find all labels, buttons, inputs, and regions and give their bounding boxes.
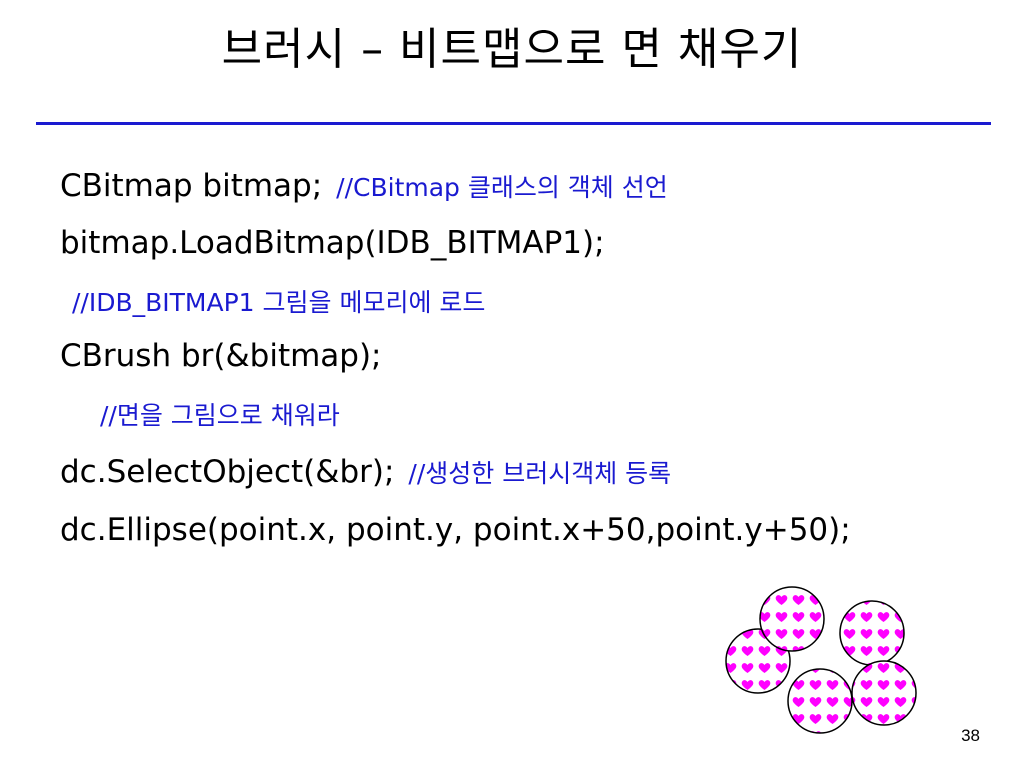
heart-filled-circle <box>787 668 853 734</box>
code-text: dc.SelectObject(&br); <box>60 454 395 490</box>
code-line-2: bitmap.LoadBitmap(IDB_BITMAP1); <box>60 223 605 263</box>
code-text: dc.Ellipse(point.x, point.y, point.x+50,… <box>60 512 851 548</box>
code-line-4: CBrush br(&bitmap); <box>60 336 382 376</box>
heart-filled-circle <box>851 660 917 726</box>
code-text: CBrush br(&bitmap); <box>60 338 382 374</box>
code-comment: //면을 그림으로 채워라 <box>100 401 340 430</box>
code-comment: //IDB_BITMAP1 그림을 메모리에 로드 <box>72 288 486 317</box>
title-divider <box>36 122 991 125</box>
code-line-5: //면을 그림으로 채워라 <box>100 396 340 436</box>
code-text: CBitmap bitmap; <box>60 168 323 204</box>
code-line-6: dc.SelectObject(&br); //생성한 브러시객체 등록 <box>60 452 671 494</box>
code-line-3: //IDB_BITMAP1 그림을 메모리에 로드 <box>72 283 485 323</box>
heart-filled-circle <box>759 586 825 652</box>
code-text: bitmap.LoadBitmap(IDB_BITMAP1); <box>60 225 605 261</box>
heart-pattern-circles-illustration <box>725 586 917 734</box>
page-number: 38 <box>961 726 980 745</box>
code-line-7: dc.Ellipse(point.x, point.y, point.x+50,… <box>60 510 851 550</box>
code-line-1: CBitmap bitmap; //CBitmap 클래스의 객체 선언 <box>60 166 668 208</box>
heart-filled-circle <box>839 600 905 666</box>
code-comment: //CBitmap 클래스의 객체 선언 <box>336 173 668 202</box>
slide-title: 브러시 – 비트맵으로 면 채우기 <box>221 24 803 75</box>
code-comment: //생성한 브러시객체 등록 <box>408 459 672 488</box>
